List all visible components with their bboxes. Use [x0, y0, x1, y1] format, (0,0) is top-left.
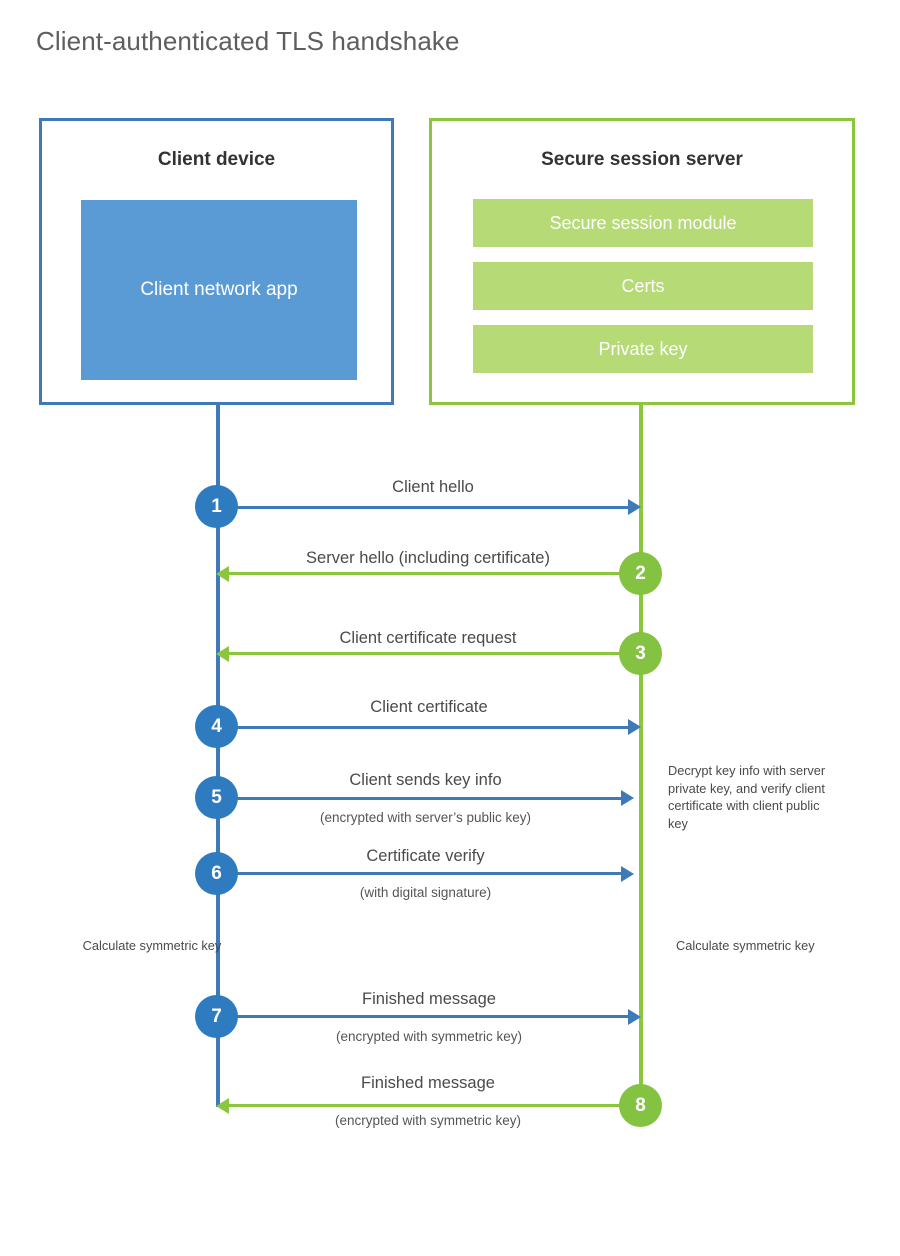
server-decrypt-note: Decrypt key info with server private key… — [668, 763, 826, 831]
secure-session-server-title: Secure session server — [541, 149, 743, 170]
message-line-3 — [229, 652, 641, 655]
message-label-6: Certificate verify — [366, 847, 485, 865]
message-label-5: Client sends key info — [349, 771, 502, 789]
message-line-8 — [229, 1104, 641, 1107]
arrow-head-8 — [216, 1098, 229, 1114]
server-module-private-key: Private key — [473, 325, 813, 373]
secure-session-server-box: Secure session server Secure session mod… — [429, 118, 855, 405]
arrow-head-3 — [216, 646, 229, 662]
message-line-5 — [218, 797, 621, 800]
message-label-7: Finished message — [362, 990, 496, 1008]
server-lifeline — [639, 404, 643, 1105]
client-device-box: Client device Client network app — [39, 118, 394, 405]
client-device-title: Client device — [157, 149, 276, 170]
arrow-head-5 — [621, 790, 634, 806]
message-sublabel-8: (encrypted with symmetric key) — [334, 1113, 522, 1128]
message-line-1 — [218, 506, 628, 509]
message-line-2 — [229, 572, 641, 575]
message-label-3: Client certificate request — [339, 629, 517, 647]
page-title: Client-authenticated TLS handshake — [36, 26, 460, 56]
server-calculate-symmetric-key-note: Calculate symmetric key — [676, 938, 815, 953]
step-circle-5[interactable]: 5 — [195, 776, 238, 819]
step-circle-7[interactable]: 7 — [195, 995, 238, 1038]
arrow-head-1 — [628, 499, 641, 515]
message-sublabel-5: (encrypted with server’s public key) — [319, 810, 532, 825]
step-circle-3[interactable]: 3 — [619, 632, 662, 675]
arrow-head-6 — [621, 866, 634, 882]
message-line-4 — [218, 726, 628, 729]
step-circle-1[interactable]: 1 — [195, 485, 238, 528]
message-line-7 — [218, 1015, 628, 1018]
arrow-head-2 — [216, 566, 229, 582]
client-lifeline — [216, 404, 220, 1107]
message-label-1: Client hello — [392, 478, 474, 496]
message-sublabel-7: (encrypted with symmetric key) — [335, 1029, 523, 1044]
arrow-head-7 — [628, 1009, 641, 1025]
step-circle-4[interactable]: 4 — [195, 705, 238, 748]
arrow-head-4 — [628, 719, 641, 735]
step-circle-2[interactable]: 2 — [619, 552, 662, 595]
message-line-6 — [218, 872, 621, 875]
message-sublabel-6: (with digital signature) — [359, 885, 492, 900]
message-label-8: Finished message — [361, 1074, 495, 1092]
message-label-4: Client certificate — [370, 698, 488, 716]
step-circle-6[interactable]: 6 — [195, 852, 238, 895]
message-label-2: Server hello (including certificate) — [306, 549, 550, 567]
server-module-secure-session-module: Secure session module — [473, 199, 813, 247]
client-calculate-symmetric-key-note: Calculate symmetric key — [82, 938, 222, 953]
server-module-certs: Certs — [473, 262, 813, 310]
client-network-app-block: Client network app — [81, 200, 357, 380]
step-circle-8[interactable]: 8 — [619, 1084, 662, 1127]
